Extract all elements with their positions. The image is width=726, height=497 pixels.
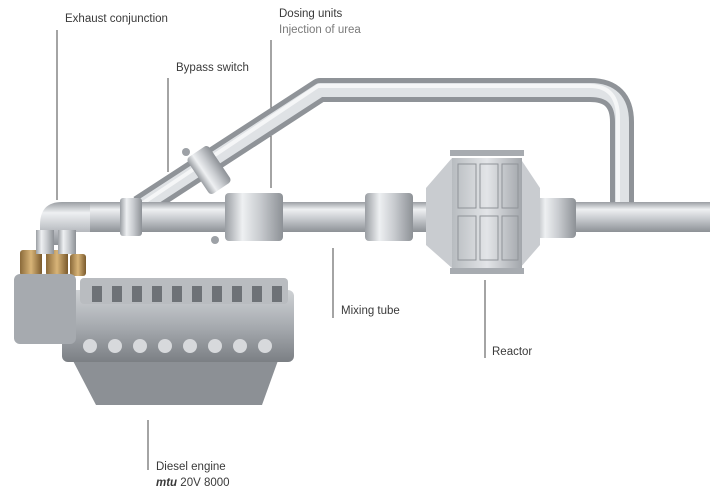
label-dosing-units: Dosing units xyxy=(279,8,343,20)
engine-brand: mtu xyxy=(156,477,178,489)
turbocharger-3 xyxy=(70,254,86,276)
label-mixing-tube: Mixing tube xyxy=(341,305,400,317)
flange-1 xyxy=(120,198,142,236)
label-injection-of-urea: Injection of urea xyxy=(279,24,361,36)
main-exhaust-pipe xyxy=(40,146,710,245)
valve-actuator xyxy=(182,148,190,156)
bypass-switch-valve xyxy=(187,146,231,194)
label-engine-model-line: mtu 20V 8000 xyxy=(156,476,230,491)
diesel-engine-block xyxy=(14,230,294,405)
dosing-unit-section xyxy=(225,193,283,241)
label-diesel-engine: Diesel engine xyxy=(156,461,226,473)
label-bypass-switch: Bypass switch xyxy=(176,62,249,74)
mixer-coupling xyxy=(365,193,413,241)
outlet-flange xyxy=(532,198,576,238)
bypass-pipe xyxy=(133,78,634,218)
engine-model: 20V 8000 xyxy=(180,477,230,489)
reactor-unit xyxy=(426,150,540,274)
label-exhaust-conjunction: Exhaust conjunction xyxy=(65,13,168,25)
turbocharger-2 xyxy=(46,250,68,276)
label-reactor: Reactor xyxy=(492,346,533,358)
turbocharger-1 xyxy=(20,250,42,276)
